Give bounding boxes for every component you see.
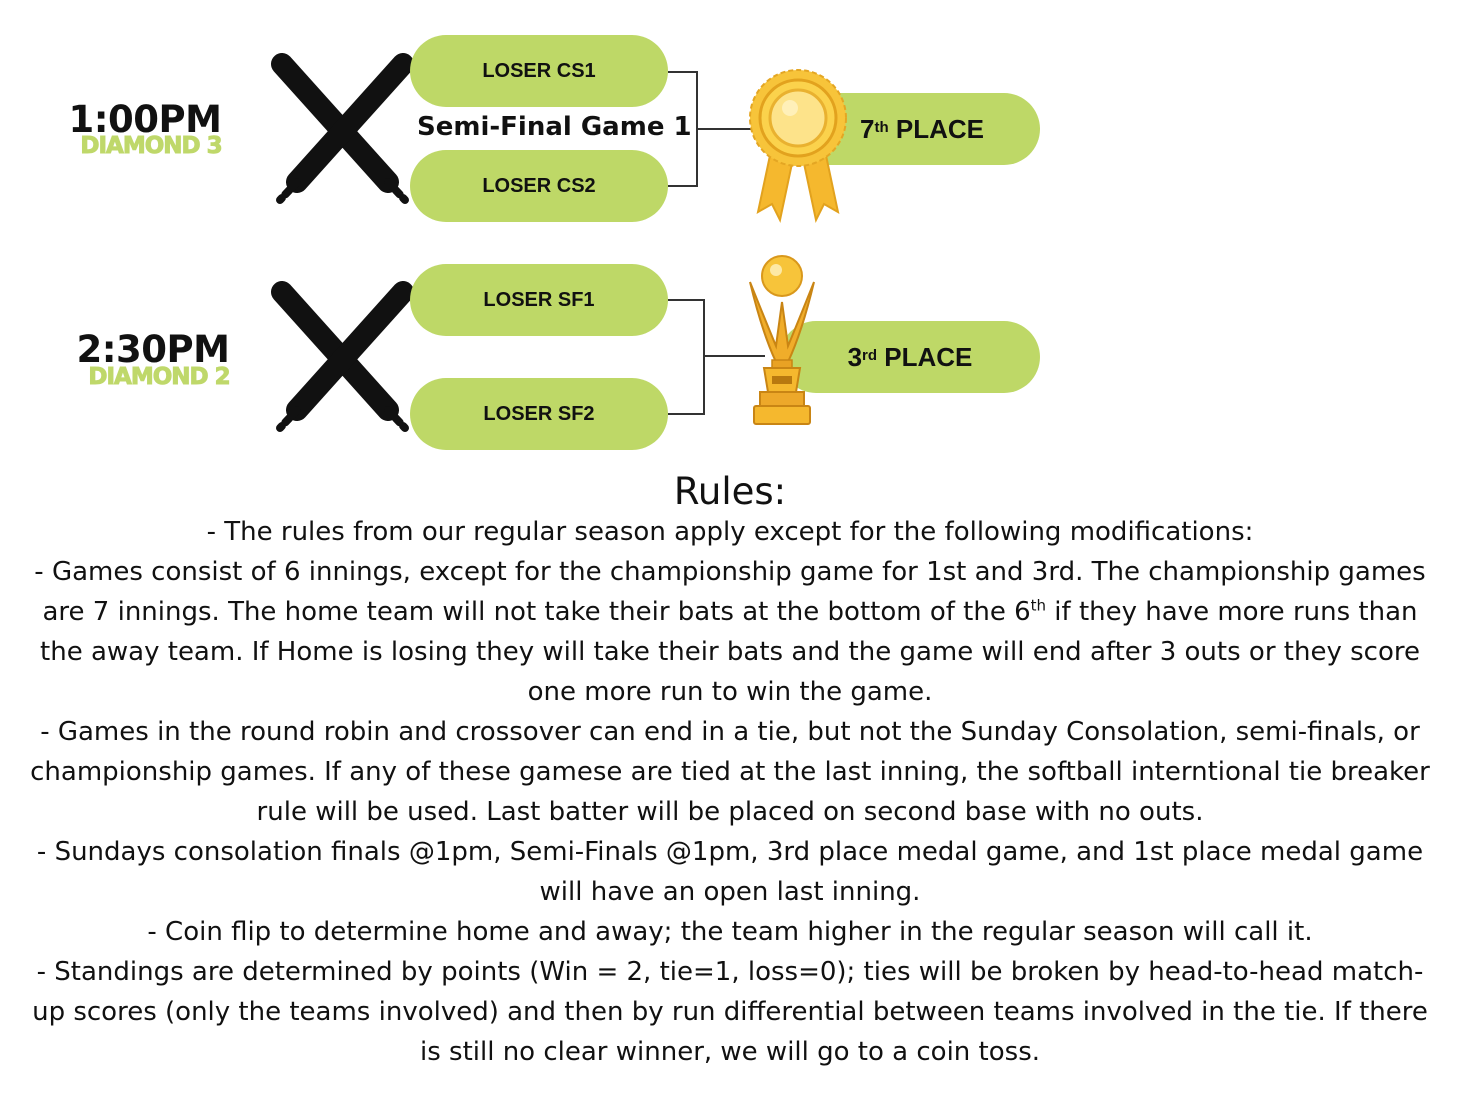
game-label: Semi-Final Game 1 (417, 112, 692, 142)
rule-item: - Sundays consolation finals @1pm, Semi-… (36, 837, 1424, 907)
team-name: LOSER SF2 (483, 402, 595, 425)
place-number: 3 (847, 341, 863, 372)
rule-item: - Games in the round robin and crossover… (30, 717, 1430, 827)
team-name: LOSER CS2 (482, 174, 596, 197)
place-suffix: rd (862, 346, 878, 364)
diamond-label: DIAMOND 3 (80, 133, 223, 160)
team-name: LOSER CS1 (482, 59, 596, 82)
bracket-line (668, 71, 698, 73)
game-time: 1:00PM (68, 98, 222, 141)
place-text: PLACE (895, 113, 984, 144)
rule-item: - The rules from our regular season appl… (206, 517, 1254, 547)
gold-trophy-icon (749, 255, 815, 425)
rule-item: - Standings are determined by points (Wi… (32, 957, 1428, 1067)
bracket-line (696, 128, 756, 130)
crossed-bats-icon (271, 53, 414, 204)
rules-body: - The rules from our regular season appl… (30, 512, 1430, 1072)
rule-item: - Games consist of 6 innings, except for… (34, 557, 1426, 707)
diamond-label: DIAMOND 2 (88, 364, 231, 391)
bracket-line (668, 299, 705, 301)
team-slot-top: LOSER CS1 (410, 35, 668, 107)
bracket-line (703, 355, 765, 357)
place-number: 7 (860, 113, 875, 144)
rule-item: - Coin flip to determine home and away; … (147, 917, 1313, 947)
team-slot-bottom: LOSER CS2 (410, 150, 668, 222)
place-suffix: th (874, 118, 889, 136)
game-time: 2:30PM (76, 328, 230, 371)
bracket-line (703, 299, 705, 415)
gold-ribbon-medal-icon (749, 69, 847, 224)
bracket-line (668, 413, 705, 415)
team-name: LOSER SF1 (483, 288, 595, 311)
team-slot-top: LOSER SF1 (410, 264, 668, 336)
rules-title: Rules: (673, 470, 787, 513)
crossed-bats-icon (271, 281, 414, 432)
bracket-line (668, 185, 698, 187)
place-text: PLACE (884, 341, 973, 372)
team-slot-bottom: LOSER SF2 (410, 378, 668, 450)
